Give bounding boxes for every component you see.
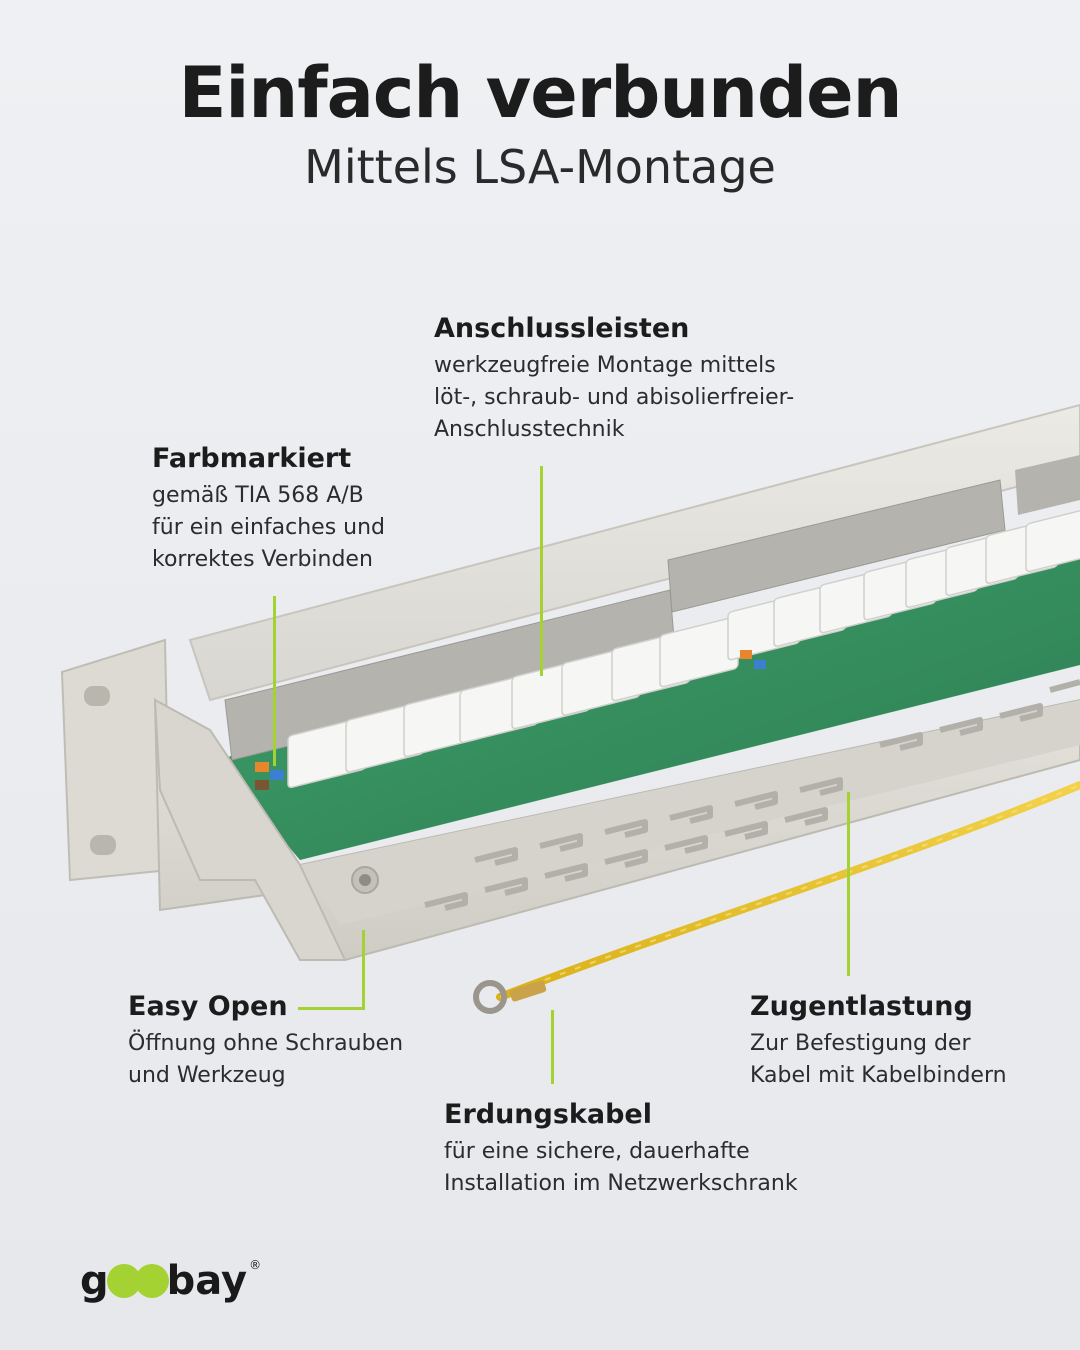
callout-line: gemäß TIA 568 A/B	[152, 483, 364, 508]
callout-anschlussleisten: Anschlussleisten werkzeugfreie Montage m…	[434, 313, 794, 446]
callout-easy-open: Easy Open Öffnung ohne Schrauben und Wer…	[128, 991, 403, 1092]
ground-cable-image	[473, 781, 1080, 1014]
page-subtitle: Mittels LSA-Montage	[304, 140, 776, 194]
page-title: Einfach verbunden	[178, 52, 903, 134]
callout-line-zugentlastung	[847, 792, 850, 976]
callout-line: korrektes Verbinden	[152, 547, 373, 572]
callout-line-easy-open-v	[362, 930, 365, 1010]
callout-title: Zugentlastung	[750, 991, 973, 1022]
callout-title: Anschlussleisten	[434, 313, 690, 344]
callout-zugentlastung: Zugentlastung Zur Befestigung der Kabel …	[750, 991, 1007, 1092]
callout-title: Farbmarkiert	[152, 443, 352, 474]
logo-circles	[106, 1264, 169, 1298]
callout-line: löt-, schraub- und abisolierfreier-	[434, 385, 795, 410]
logo-text-end: bay	[166, 1258, 248, 1304]
callout-line: Installation im Netzwerkschrank	[444, 1171, 798, 1196]
callout-line-erdungskabel	[551, 1010, 554, 1084]
callout-line: Kabel mit Kabelbindern	[750, 1063, 1007, 1088]
registered-mark: ®	[249, 1258, 262, 1272]
callout-line: und Werkzeug	[128, 1063, 286, 1088]
callout-line: für eine sichere, dauerhafte	[444, 1139, 750, 1164]
logo-text-start: g	[80, 1258, 109, 1304]
callout-line: Zur Befestigung der	[750, 1031, 971, 1056]
callout-farbmarkiert: Farbmarkiert gemäß TIA 568 A/B für ein e…	[152, 443, 385, 576]
callout-erdungskabel: Erdungskabel für eine sichere, dauerhaft…	[444, 1099, 798, 1200]
goobay-logo: g bay ®	[80, 1258, 261, 1304]
callout-title: Easy Open	[128, 991, 288, 1022]
callout-line: für ein einfaches und	[152, 515, 386, 540]
callout-title: Erdungskabel	[444, 1099, 652, 1130]
callout-line: Anschlusstechnik	[434, 417, 625, 442]
callout-line: Öffnung ohne Schrauben	[128, 1031, 404, 1056]
callout-line-anschlussleisten	[540, 466, 543, 676]
callout-line-farbmarkiert	[273, 596, 276, 766]
callout-line: werkzeugfreie Montage mittels	[434, 353, 776, 378]
callout-line-easy-open-h	[298, 1007, 365, 1010]
